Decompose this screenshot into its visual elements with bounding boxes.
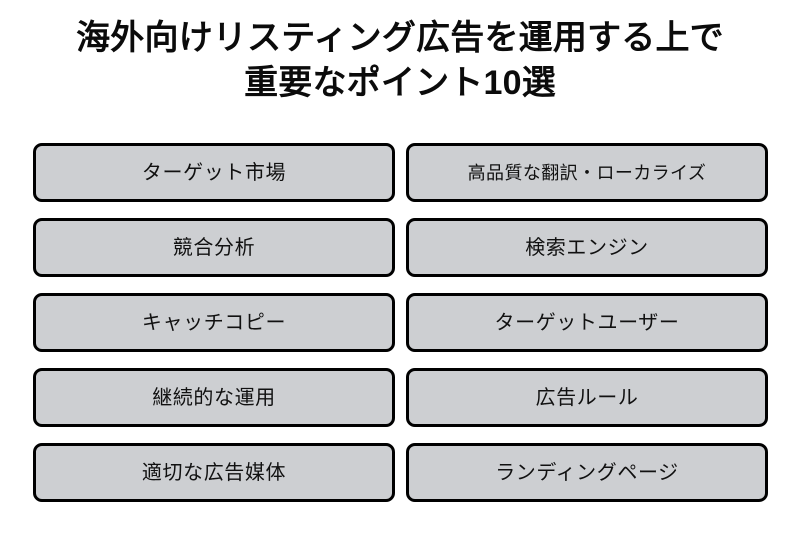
point-label: ターゲットユーザー [494, 311, 680, 334]
point-label: 高品質な翻訳・ローカライズ [467, 162, 707, 183]
point-label: ターゲット市場 [141, 161, 287, 184]
point-box-ad-rules: 広告ルール [406, 368, 768, 427]
point-box-appropriate-ad-media: 適切な広告媒体 [33, 443, 395, 502]
point-box-translation-localization: 高品質な翻訳・ローカライズ [406, 143, 768, 202]
page-title-line-2: 重要なポイント10選 [244, 63, 556, 102]
point-box-competitor-analysis: 競合分析 [33, 218, 395, 277]
point-label: 継続的な運用 [152, 386, 276, 409]
point-label: 検索エンジン [525, 236, 649, 259]
point-label: 適切な広告媒体 [141, 461, 287, 484]
points-grid: ターゲット市場 高品質な翻訳・ローカライズ 競合分析 検索エンジン キャッチコピ… [33, 143, 768, 502]
point-box-continuous-operation: 継続的な運用 [33, 368, 395, 427]
point-label: ランディングページ [495, 461, 679, 484]
page-title-line-1: 海外向けリスティング広告を運用する上で [76, 19, 724, 57]
page-title: 海外向けリスティング広告を運用する上で 重要なポイント10選 [0, 16, 800, 106]
point-box-target-market: ターゲット市場 [33, 143, 395, 202]
point-box-target-user: ターゲットユーザー [406, 293, 768, 352]
point-label: キャッチコピー [141, 311, 287, 334]
point-label: 広告ルール [535, 386, 639, 409]
point-label: 競合分析 [172, 236, 256, 259]
point-box-catch-copy: キャッチコピー [33, 293, 395, 352]
point-box-search-engine: 検索エンジン [406, 218, 768, 277]
point-box-landing-page: ランディングページ [406, 443, 768, 502]
